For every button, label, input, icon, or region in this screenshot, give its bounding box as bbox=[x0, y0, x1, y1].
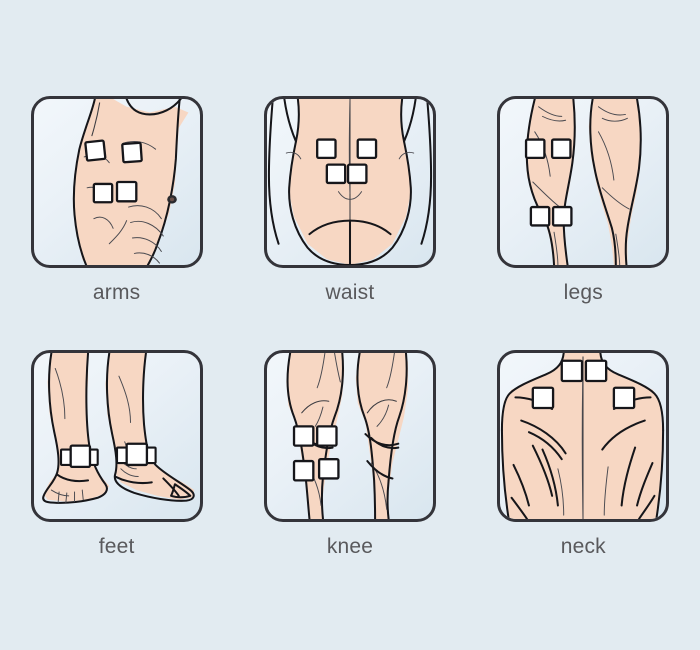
electrode-pad bbox=[316, 425, 338, 447]
feet-figure bbox=[41, 353, 195, 504]
electrode-pad bbox=[525, 138, 546, 160]
electrode-pad bbox=[83, 139, 107, 162]
panel-label-feet: feet bbox=[98, 535, 135, 558]
electrode-pad bbox=[316, 138, 337, 160]
electrode-pad bbox=[560, 359, 584, 383]
electrode-pad bbox=[551, 138, 572, 160]
panel-legs[interactable] bbox=[497, 96, 670, 268]
panel-cell-arms[interactable]: arms bbox=[29, 96, 205, 350]
arms-body-diagram-icon bbox=[72, 99, 189, 265]
panel-arms[interactable] bbox=[30, 96, 203, 268]
panel-label-knee: knee bbox=[326, 535, 374, 558]
legs-electrode-pads bbox=[525, 138, 573, 227]
electrode-pad bbox=[325, 163, 347, 185]
electrode-pad bbox=[125, 442, 148, 467]
electrode-pad bbox=[356, 138, 378, 160]
panel-cell-feet[interactable]: feet bbox=[29, 350, 205, 604]
neck-body-diagram-icon bbox=[501, 353, 665, 519]
electrode-pad bbox=[69, 444, 91, 469]
electrode-pad bbox=[531, 386, 555, 410]
panel-cell-legs[interactable]: legs bbox=[495, 96, 671, 350]
neck-electrode-pads bbox=[531, 359, 636, 410]
waist-electrode-pads bbox=[316, 138, 378, 185]
electrode-pad bbox=[92, 182, 113, 204]
electrode-pad bbox=[120, 141, 143, 164]
panel-label-waist: waist bbox=[325, 281, 375, 304]
panel-cell-waist[interactable]: waist bbox=[262, 96, 438, 350]
electrode-pad bbox=[613, 386, 636, 410]
panel-label-legs: legs bbox=[563, 281, 603, 304]
legs-figure bbox=[525, 99, 642, 265]
electrode-pad bbox=[317, 458, 340, 480]
panel-feet[interactable] bbox=[30, 350, 203, 522]
electrode-pad bbox=[115, 180, 138, 203]
knee-figure bbox=[286, 353, 408, 519]
arms-electrode-pads bbox=[83, 139, 143, 204]
feet-electrode-pads bbox=[59, 442, 157, 469]
panel-label-neck: neck bbox=[560, 535, 606, 558]
panel-neck[interactable] bbox=[497, 350, 670, 522]
panel-grid: arms bbox=[0, 96, 700, 604]
feet-body-diagram-icon bbox=[41, 353, 195, 504]
knee-electrode-pads bbox=[292, 425, 340, 482]
panel-label-arms: arms bbox=[92, 281, 141, 304]
panel-waist[interactable] bbox=[263, 96, 436, 268]
electrode-pad bbox=[585, 359, 608, 383]
electrode-pad bbox=[346, 163, 368, 185]
electrode-pad bbox=[552, 205, 573, 227]
waist-body-diagram-icon bbox=[267, 99, 433, 265]
legs-body-diagram-icon bbox=[525, 99, 642, 265]
electrode-pad bbox=[292, 425, 315, 447]
electrode-pad bbox=[530, 205, 551, 227]
knee-body-diagram-icon bbox=[286, 353, 408, 519]
panel-cell-neck[interactable]: neck bbox=[495, 350, 671, 604]
panel-cell-knee[interactable]: knee bbox=[262, 350, 438, 604]
panel-knee[interactable] bbox=[263, 350, 436, 522]
electrode-pad bbox=[292, 459, 315, 482]
